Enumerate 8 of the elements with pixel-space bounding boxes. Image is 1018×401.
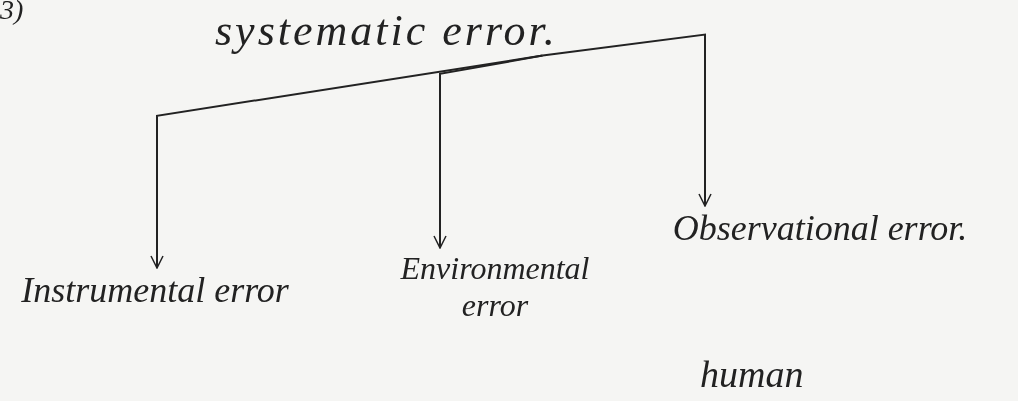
category-text: Observational error. <box>672 208 968 250</box>
category-text: Environmental error <box>399 250 591 324</box>
heading-text: systematic error. <box>215 6 558 57</box>
question-number: 3) <box>0 0 24 26</box>
category-text: Instrumental error <box>21 270 289 312</box>
note-text: human <box>700 352 804 396</box>
arrow <box>541 33 712 207</box>
arrow <box>433 54 544 249</box>
